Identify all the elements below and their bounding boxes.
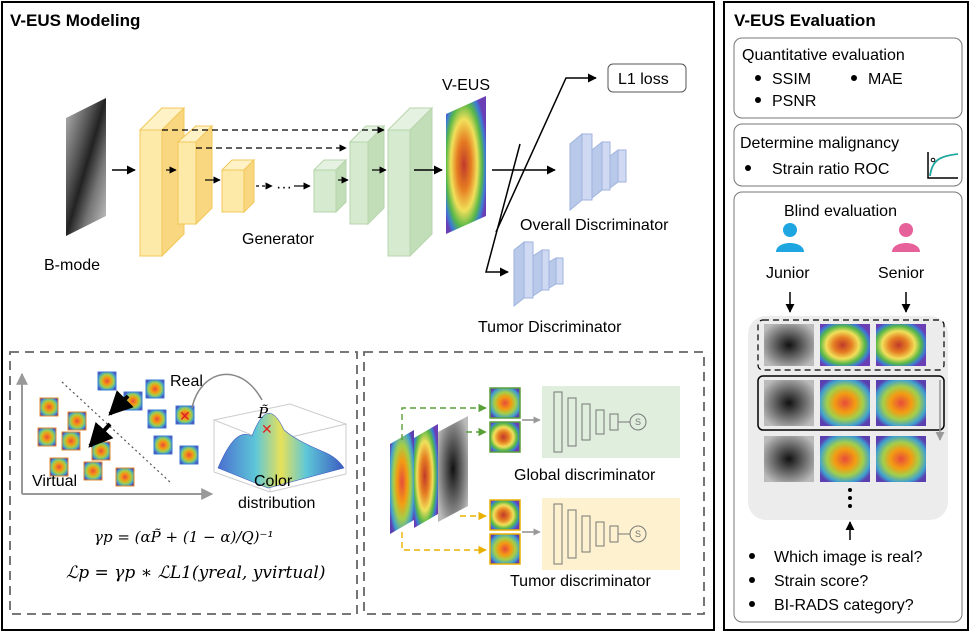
vertical-ellipsis: [848, 488, 852, 508]
global-discriminator-label: Global discriminator: [514, 467, 656, 484]
question-real: Which image is real?: [774, 549, 923, 566]
virtual-samples: [37, 397, 135, 487]
overall-discriminator-net: [569, 132, 627, 212]
green-route: [401, 403, 487, 440]
p-tilde-label: P̃: [257, 404, 269, 422]
to-tumor-arrow: [485, 143, 521, 277]
modeling-title: V-EUS Modeling: [10, 11, 140, 30]
sample-to-distribution-curve: [191, 373, 263, 409]
discriminator-panel: [363, 351, 705, 615]
global-crop-1: [489, 387, 521, 419]
veus-label: V-EUS: [442, 77, 490, 94]
l1-loss-label: L1 loss: [618, 71, 669, 88]
quant-item-ssim: SSIM: [772, 71, 811, 88]
to-l1-arrow: [495, 73, 597, 233]
global-crop-2: [489, 421, 521, 453]
input-stack: [390, 416, 468, 534]
quant-item-psnr: PSNR: [772, 93, 816, 110]
gamma-formula: γp = (αP̃ + (1 − α)/Q)⁻¹: [94, 528, 273, 546]
loss-formula: ℒp = γp ∗ ℒL1(yreal, yvirtual): [66, 563, 326, 583]
bullet: [851, 75, 857, 81]
overall-discriminator-label: Overall Discriminator: [520, 217, 669, 234]
tumor-sigmoid: S: [635, 529, 641, 539]
color-loss-panel: [9, 351, 358, 615]
roc-curve-icon: [927, 152, 959, 179]
tumor-crop-2: [489, 533, 521, 565]
senior-avatar-icon: [892, 223, 920, 252]
bullet: [755, 97, 761, 103]
cross-mark: ✕: [179, 409, 191, 425]
image-grid: [764, 324, 926, 482]
junior-avatar-icon: [776, 223, 804, 252]
generator-label: Generator: [242, 231, 315, 248]
bmode-image: [66, 98, 106, 236]
quant-box: [733, 37, 963, 119]
senior-label: Senior: [878, 265, 925, 282]
color-distribution-label: Color: [254, 473, 293, 490]
malignancy-title: Determine malignancy: [740, 135, 899, 152]
row-2-highlight: [757, 375, 945, 431]
color-distribution-plot: [212, 403, 348, 493]
generator-decoder: [312, 106, 434, 258]
generator-encoder: [138, 106, 256, 258]
question-birads: BI-RADS category?: [774, 597, 914, 614]
global-sigmoid: S: [635, 417, 641, 427]
bullet: [745, 165, 751, 171]
tumor-discriminator-label: Tumor Discriminator: [478, 319, 622, 336]
blind-title: Blind evaluation: [784, 203, 897, 220]
junior-label: Junior: [766, 265, 810, 282]
bullet: [755, 75, 761, 81]
evaluation-title: V-EUS Evaluation: [734, 11, 876, 30]
malignancy-item-roc: Strain ratio ROC: [772, 161, 889, 178]
malignancy-box: [733, 123, 963, 187]
push-arrow: [88, 421, 114, 448]
tumor-discriminator-net-2: [542, 498, 680, 570]
distribution-word: distribution: [238, 495, 315, 512]
question-strain: Strain score?: [774, 573, 868, 590]
yellow-route: [401, 532, 487, 555]
tumor-discriminator-label-2: Tumor discriminator: [510, 573, 651, 590]
quant-title: Quantitative evaluation: [742, 47, 905, 64]
bmode-label: B-mode: [44, 257, 100, 274]
veus-image: [446, 96, 486, 234]
l1-loss-box: [607, 63, 687, 93]
row-1-highlight: [757, 319, 945, 371]
bullet: [749, 577, 755, 583]
pull-arrow: [108, 390, 134, 416]
p-tilde-marker: ✕: [261, 422, 273, 438]
color-distribution-line1: Color: [254, 473, 293, 490]
tumor-discriminator-net: [513, 240, 564, 308]
tumor-crop-1: [489, 499, 521, 531]
ellipsis: ···: [276, 179, 292, 196]
bullet: [749, 601, 755, 607]
bullet: [749, 553, 755, 559]
quant-item-mae: MAE: [868, 71, 903, 88]
virtual-label: Virtual: [32, 473, 77, 490]
real-label: Real: [170, 373, 203, 390]
global-discriminator-net: [542, 386, 680, 458]
